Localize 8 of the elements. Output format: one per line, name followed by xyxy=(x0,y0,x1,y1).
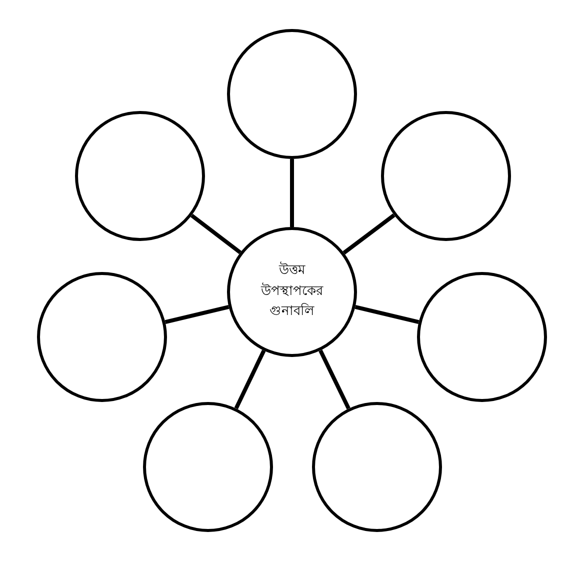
connector-line xyxy=(354,305,420,324)
connector-line xyxy=(234,350,266,410)
connector-line xyxy=(290,159,294,227)
circle-label: উত্তম উপস্থাপকের গুনাবলি xyxy=(260,260,324,322)
connector-line xyxy=(190,214,242,254)
connector-line xyxy=(318,350,350,410)
connector-line xyxy=(342,214,396,254)
connector-line xyxy=(164,305,230,324)
